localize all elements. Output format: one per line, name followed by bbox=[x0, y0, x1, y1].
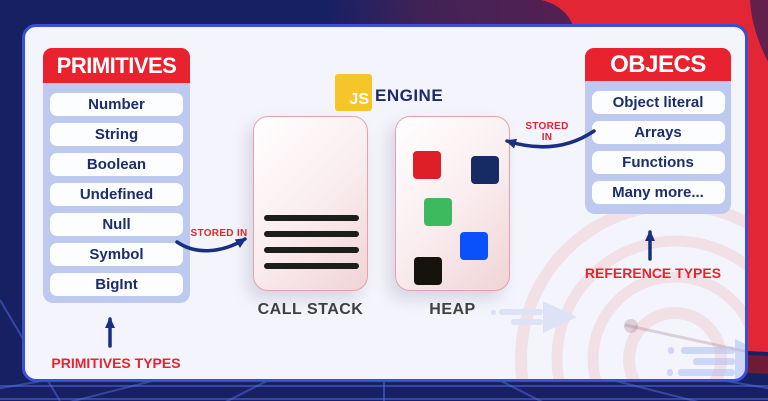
js-logo-text: JS bbox=[349, 91, 369, 108]
speed-arrow-large-watermark bbox=[667, 339, 745, 379]
call-stack-label: CALL STACK bbox=[257, 301, 364, 318]
heap-label: HEAP bbox=[429, 301, 476, 318]
stored-in-left-label: STORED IN bbox=[190, 228, 248, 239]
engine-title: JS ENGINE bbox=[335, 74, 443, 111]
primitive-item: Number bbox=[50, 93, 183, 116]
primitives-header: PRIMITIVES bbox=[43, 48, 190, 83]
call-stack-frames bbox=[264, 215, 359, 279]
primitive-item: Symbol bbox=[50, 243, 183, 266]
object-item: Object literal bbox=[591, 91, 725, 114]
heap-object-square bbox=[471, 156, 499, 184]
stack-frame-bar bbox=[264, 263, 359, 269]
primitive-item: Boolean bbox=[50, 153, 183, 176]
primitive-item: Undefined bbox=[50, 183, 183, 206]
stack-frame-bar bbox=[264, 231, 359, 237]
js-logo: JS bbox=[335, 74, 372, 111]
stack-frame-bar bbox=[264, 247, 359, 253]
object-item: Functions bbox=[591, 151, 725, 174]
stack-frame-bar bbox=[264, 215, 359, 221]
heap-panel bbox=[395, 116, 510, 291]
heap-object-square bbox=[460, 232, 488, 260]
primitives-caption: PRIMITIVES TYPES bbox=[51, 355, 181, 371]
stored-in-right-label: STORED IN bbox=[525, 121, 569, 143]
heap-object-square bbox=[414, 257, 442, 285]
heap-object-square bbox=[424, 198, 452, 226]
object-item: Arrays bbox=[591, 121, 725, 144]
call-stack-panel bbox=[253, 116, 368, 291]
objects-header: OBJECS bbox=[585, 48, 731, 81]
primitive-item: BigInt bbox=[50, 273, 183, 296]
primitive-item: String bbox=[50, 123, 183, 146]
engine-label: ENGINE bbox=[375, 86, 444, 105]
heap-object-square bbox=[413, 151, 441, 179]
primitive-item: Null bbox=[50, 213, 183, 236]
reference-caption: REFERENCE TYPES bbox=[584, 265, 722, 281]
object-item: Many more... bbox=[591, 181, 725, 204]
